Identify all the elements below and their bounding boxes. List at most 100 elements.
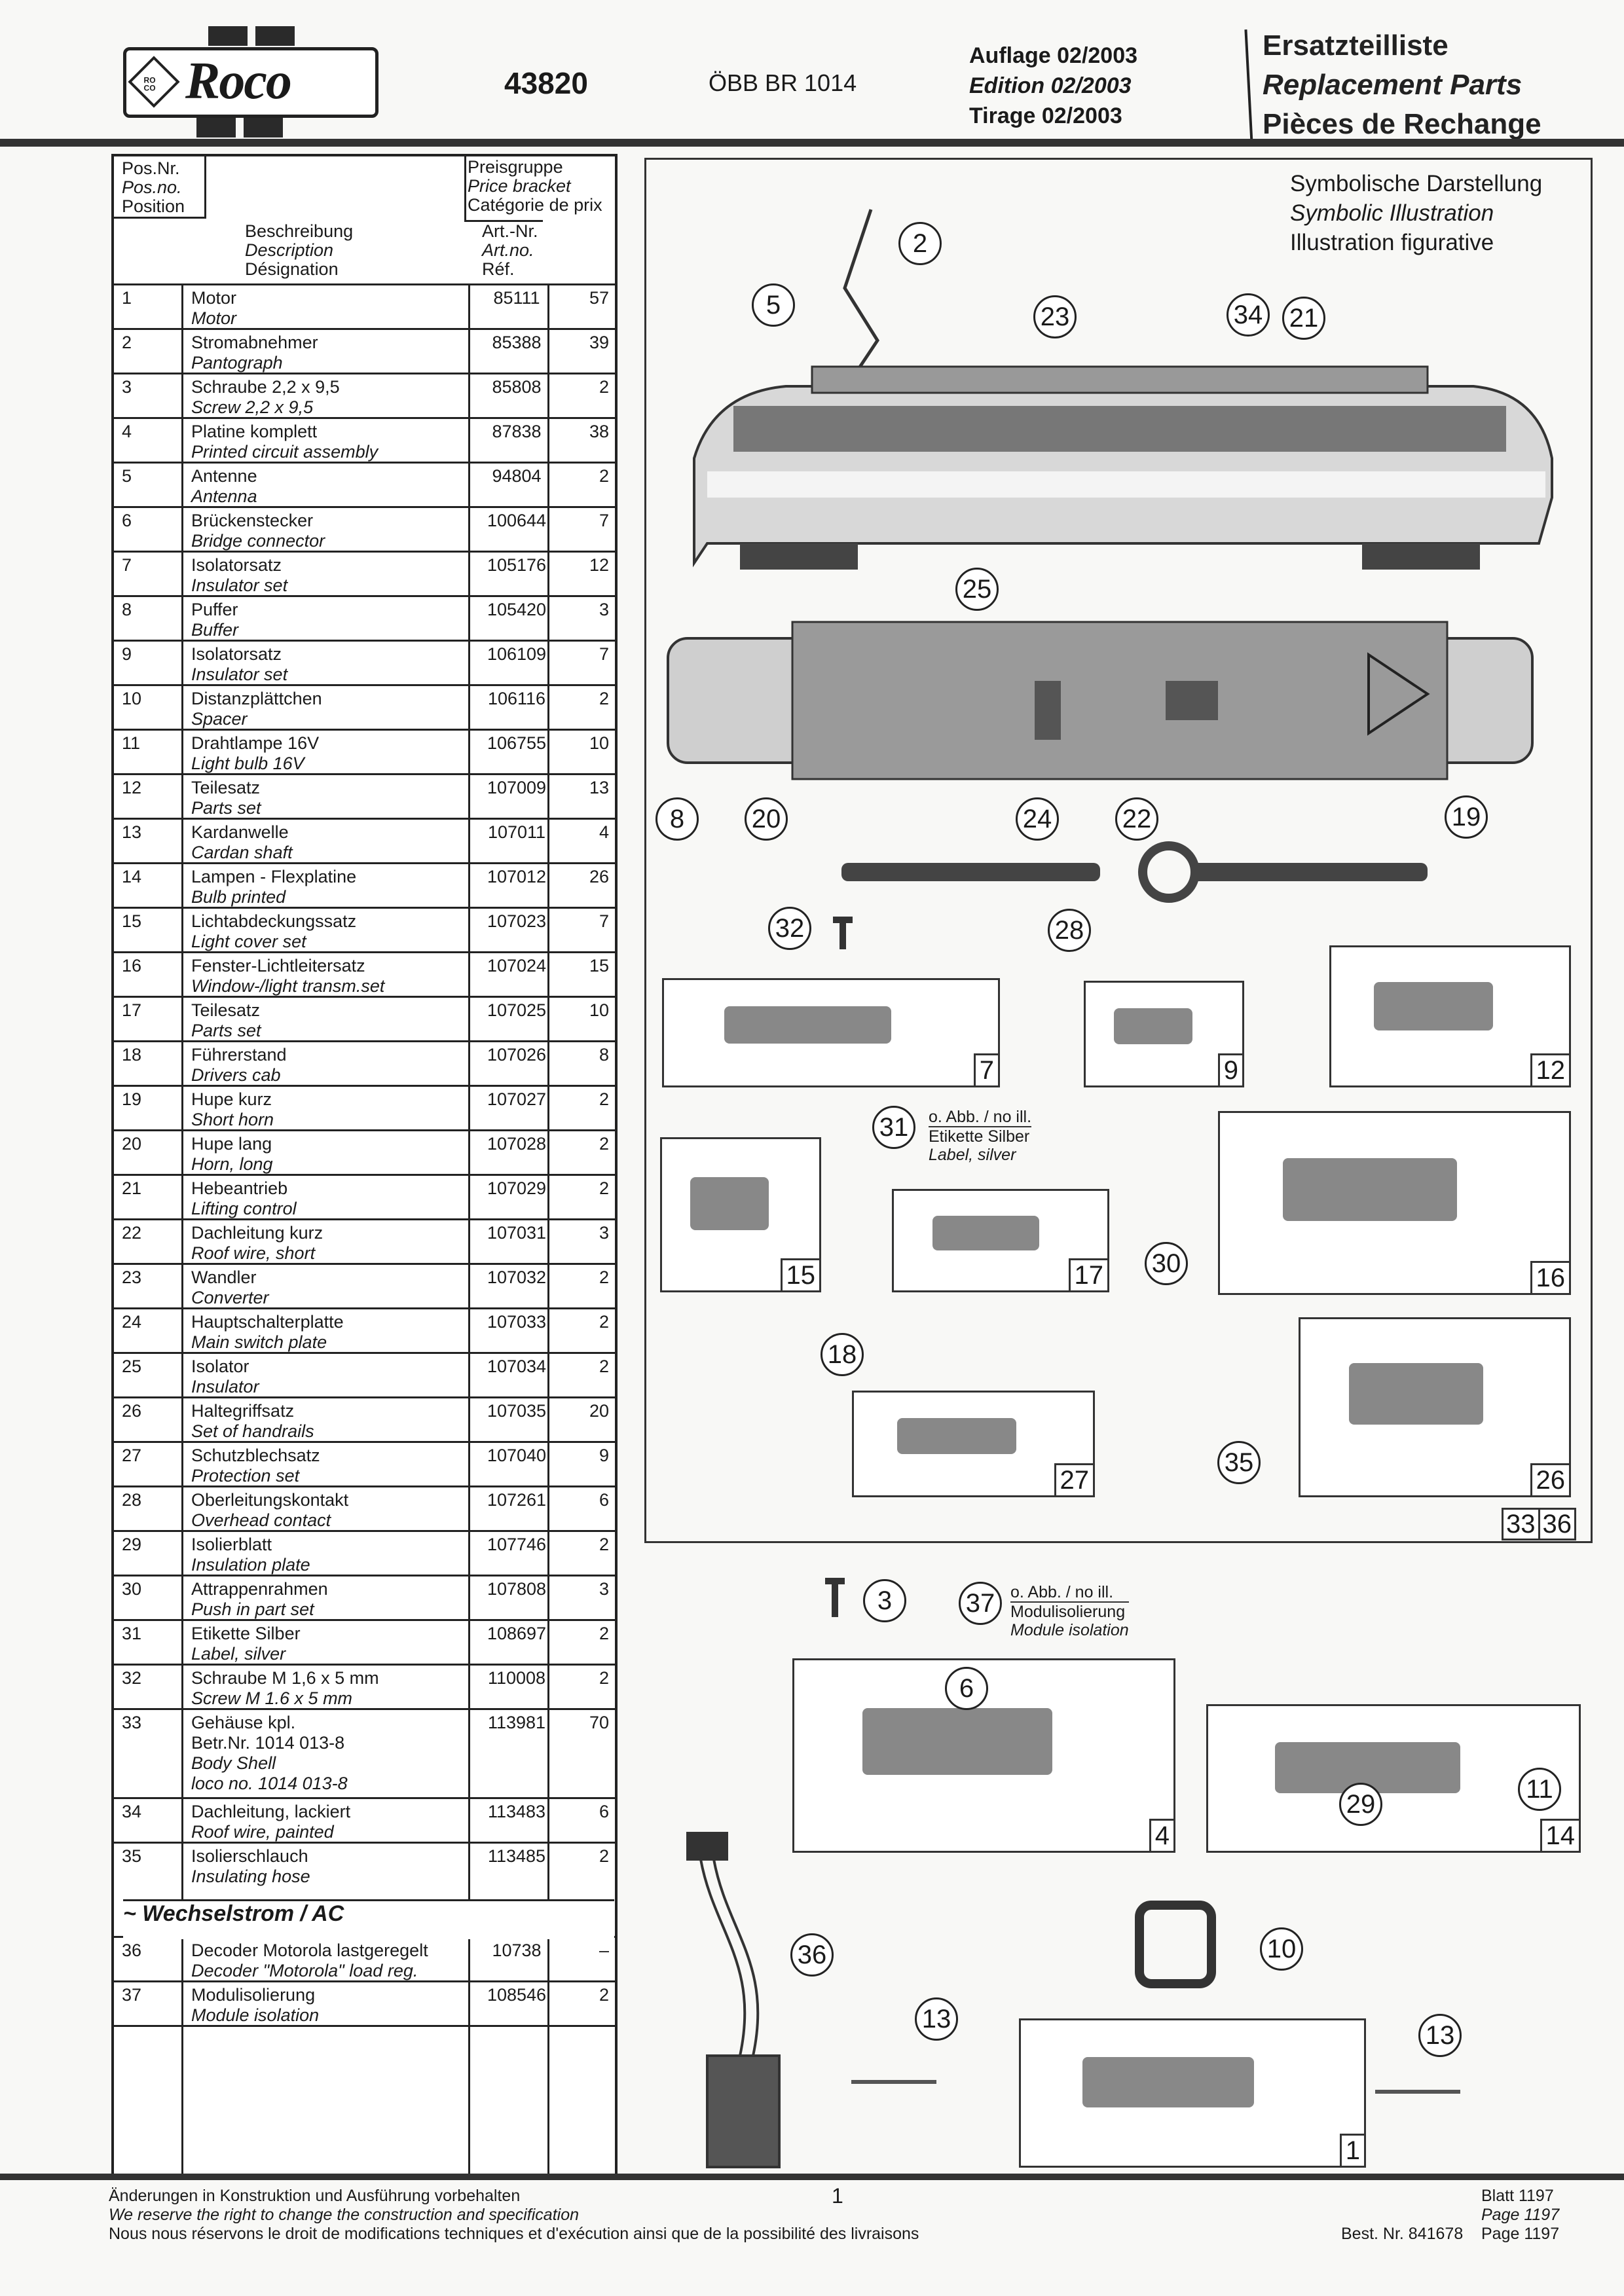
row-price-bracket: 2 <box>599 1267 609 1288</box>
note37-noill: o. Abb. / no ill. <box>1010 1583 1129 1603</box>
edition-en: Edition 02/2003 <box>969 73 1132 98</box>
row-art-number: 100644 <box>487 511 547 531</box>
row-price-bracket: 12 <box>589 555 609 575</box>
row-price-bracket: 2 <box>599 1178 609 1199</box>
row-desc-en: Body Shell <box>191 1753 276 1774</box>
row-pos: 10 <box>122 689 142 709</box>
row-desc-de: Dachleitung, lackiert <box>191 1802 351 1822</box>
part-box-number: 7 <box>973 1053 998 1085</box>
row-art-number: 107034 <box>487 1357 547 1377</box>
part-drawing <box>862 1707 1052 1775</box>
row-desc-de: Führerstand <box>191 1045 287 1065</box>
callout-5: 5 <box>752 283 795 327</box>
row-pos: 17 <box>122 1000 142 1021</box>
row-price-bracket: 3 <box>599 600 609 620</box>
row-price-bracket: 3 <box>599 1579 609 1599</box>
row-price-bracket: 9 <box>599 1446 609 1466</box>
callout-29: 29 <box>1339 1783 1382 1826</box>
header-price-de: Preisgruppe <box>468 157 563 177</box>
note37-en: Module isolation <box>1010 1621 1129 1639</box>
row-desc-de: Isolator <box>191 1357 249 1377</box>
edition-de: Auflage 02/2003 <box>969 43 1138 68</box>
row-desc-de: Drahtlampe 16V <box>191 733 320 754</box>
row-desc-en: Parts set <box>191 798 261 818</box>
row-pos: 24 <box>122 1312 142 1332</box>
row-pos: 2 <box>122 333 132 353</box>
row-price-bracket: 2 <box>599 1985 609 2005</box>
bottom-cells: 33 36 <box>1502 1508 1576 1540</box>
locomotive-side-view <box>693 365 1553 570</box>
decoder-36 <box>686 1832 781 2168</box>
page-number: 1 <box>832 2184 843 2208</box>
row-desc-en: Horn, long <box>191 1154 273 1175</box>
row-pos: 16 <box>122 956 142 976</box>
row-desc-en: Light cover set <box>191 932 306 952</box>
part-box-number: 16 <box>1530 1261 1569 1293</box>
part-box-number: 9 <box>1217 1053 1242 1085</box>
footer-disclaimer: Änderungen in Konstruktion und Ausführun… <box>109 2187 919 2244</box>
callout-2: 2 <box>898 222 942 265</box>
row-price-bracket: 13 <box>589 778 609 798</box>
row-art-number: 113981 <box>487 1713 546 1733</box>
row-pos: 7 <box>122 555 132 575</box>
header-art: Art.-Nr. Art.no. Réf. <box>482 222 538 279</box>
row-price-bracket: 2 <box>599 1535 609 1555</box>
roco-logo: RO CO Roco <box>123 47 378 118</box>
header-pos-de: Pos.Nr. <box>122 158 180 178</box>
row-art-number: 110008 <box>487 1668 546 1688</box>
row-price-bracket: 6 <box>599 1490 609 1510</box>
illustration-frame <box>644 158 1593 1543</box>
model-name: ÖBB BR 1014 <box>709 69 857 96</box>
header-price-fr: Catégorie de prix <box>468 195 602 215</box>
row-price-bracket: 15 <box>589 956 609 976</box>
row-desc-de: Motor <box>191 288 237 308</box>
row-price-bracket: – <box>599 1941 609 1961</box>
row-pos: 33 <box>122 1713 142 1733</box>
callout-19: 19 <box>1445 795 1488 839</box>
note-37: o. Abb. / no ill. Modulisolierung Module… <box>1010 1583 1129 1639</box>
blatt: Blatt 1197 <box>1481 2187 1554 2205</box>
screw-3 <box>825 1578 845 1617</box>
row-desc-de: Fenster-Lichtleitersatz <box>191 956 365 976</box>
header-divider <box>464 220 543 222</box>
row-pos: 32 <box>122 1668 142 1688</box>
row-pos: 21 <box>122 1178 142 1199</box>
logo-text: Roco <box>185 52 292 110</box>
page-refs: Blatt 1197 Page 1197 Page 1197 <box>1481 2187 1559 2244</box>
row-desc-en: Decoder "Motorola" load reg. <box>191 1961 418 1981</box>
caption-en: Symbolic Illustration <box>1290 200 1494 226</box>
row-pos: 28 <box>122 1490 142 1510</box>
row-art-number: 107029 <box>487 1178 547 1199</box>
row-desc-de: Hebeantrieb <box>191 1178 288 1199</box>
column-divider <box>547 283 549 2174</box>
row-desc-de: Distanzplättchen <box>191 689 322 709</box>
row-desc-en: Roof wire, painted <box>191 1822 334 1842</box>
row-desc-de: Isolatorsatz <box>191 644 282 665</box>
row-price-bracket: 2 <box>599 1089 609 1110</box>
row-desc-de: Attrappenrahmen <box>191 1579 328 1599</box>
part-box-number: 1 <box>1339 2134 1364 2166</box>
row-desc-de: Gehäuse kpl. <box>191 1713 296 1733</box>
header-rule <box>0 139 1624 147</box>
